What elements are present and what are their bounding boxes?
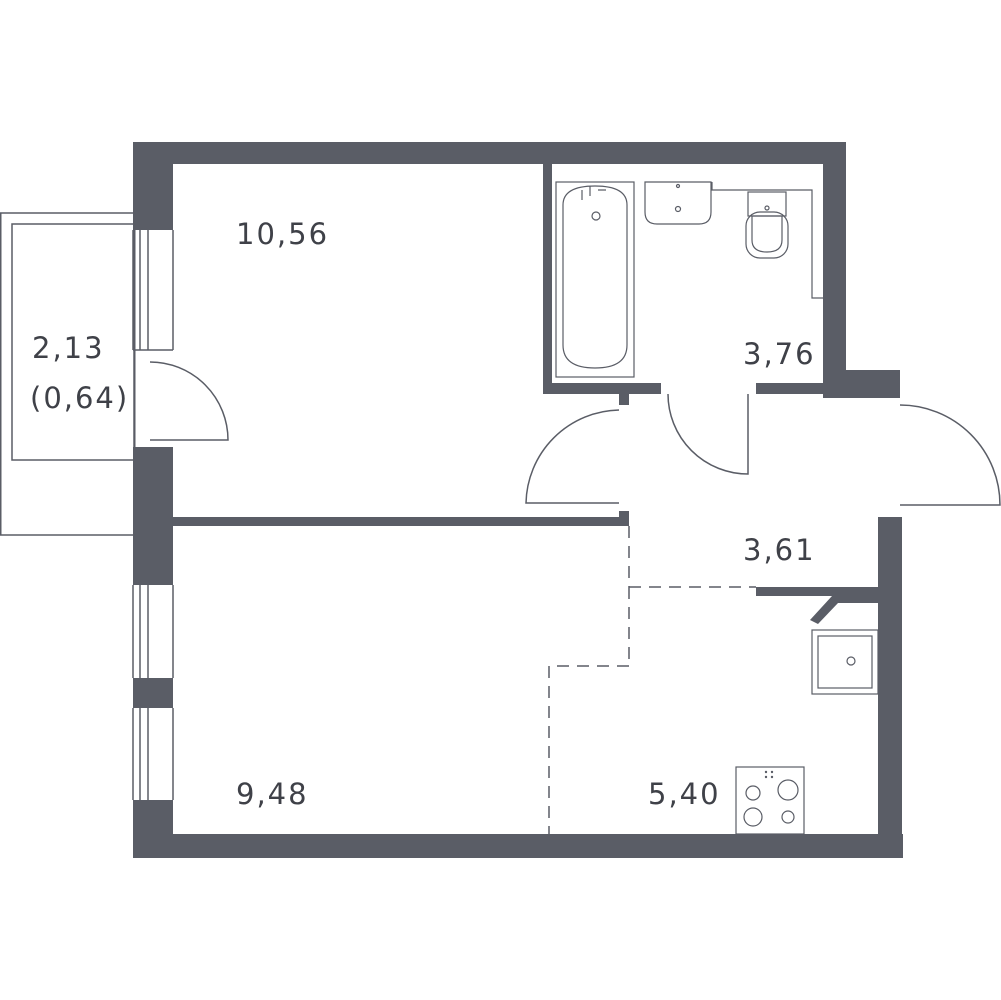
stove bbox=[735, 766, 805, 835]
balcony-outline bbox=[0, 212, 136, 536]
hallway-area: 3,61 bbox=[743, 533, 816, 567]
living-room-area: 10,56 bbox=[236, 217, 330, 251]
kitchen-sink bbox=[811, 629, 879, 695]
toilet bbox=[745, 191, 789, 259]
balcony-area: 2,13 bbox=[32, 331, 105, 365]
kitchen-area: 5,40 bbox=[648, 777, 721, 811]
windows bbox=[132, 230, 174, 800]
bedroom-area: 9,48 bbox=[236, 777, 309, 811]
bathtub bbox=[555, 181, 635, 378]
interior-walls bbox=[173, 164, 878, 624]
balcony-reduced-area: (0,64) bbox=[30, 381, 130, 415]
zone-lines bbox=[548, 526, 756, 834]
bathroom-duct-outline bbox=[711, 182, 823, 299]
exterior-walls bbox=[133, 142, 903, 858]
bathroom-area: 3,76 bbox=[743, 337, 816, 371]
washbasin bbox=[644, 181, 712, 225]
doors bbox=[149, 361, 1001, 506]
